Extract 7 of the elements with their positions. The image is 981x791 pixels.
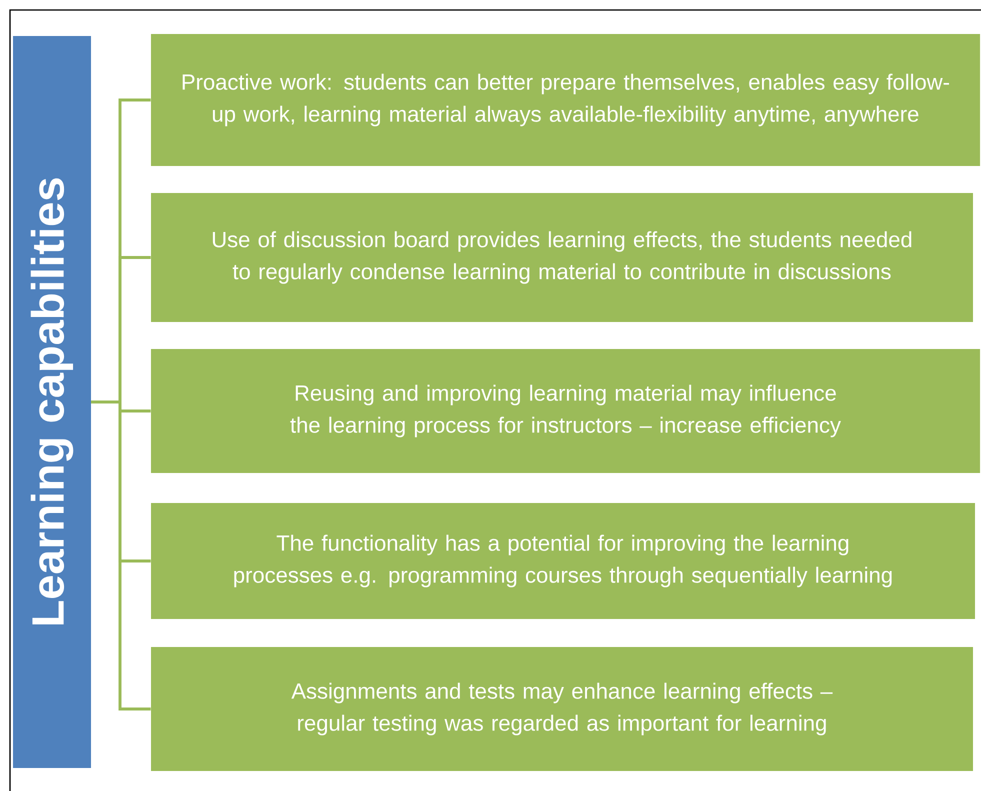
text-box: Assignments and tests may enhance learning effects – regular testing was regarded as important for learning <box>151 647 973 771</box>
text-box: Reusing and improving learning material may influence the learning process for instructors – increase efficiency <box>150 349 980 473</box>
title-bar: Learning capabilities <box>13 36 91 768</box>
bracket-line <box>91 400 151 710</box>
text-box: Proactive work: students can better prepare themselves, enables easy follow-up work, learning material always available-flexibility anytime, anywhere <box>150 34 980 166</box>
text-box: The functionality has a potential for improving the learning processes e.g. programming courses through sequentially learning <box>151 503 975 619</box>
text-box: Use of discussion board provides learning effects, the students needed to regularly condense learning material to contribute in discussions <box>151 192 973 322</box>
